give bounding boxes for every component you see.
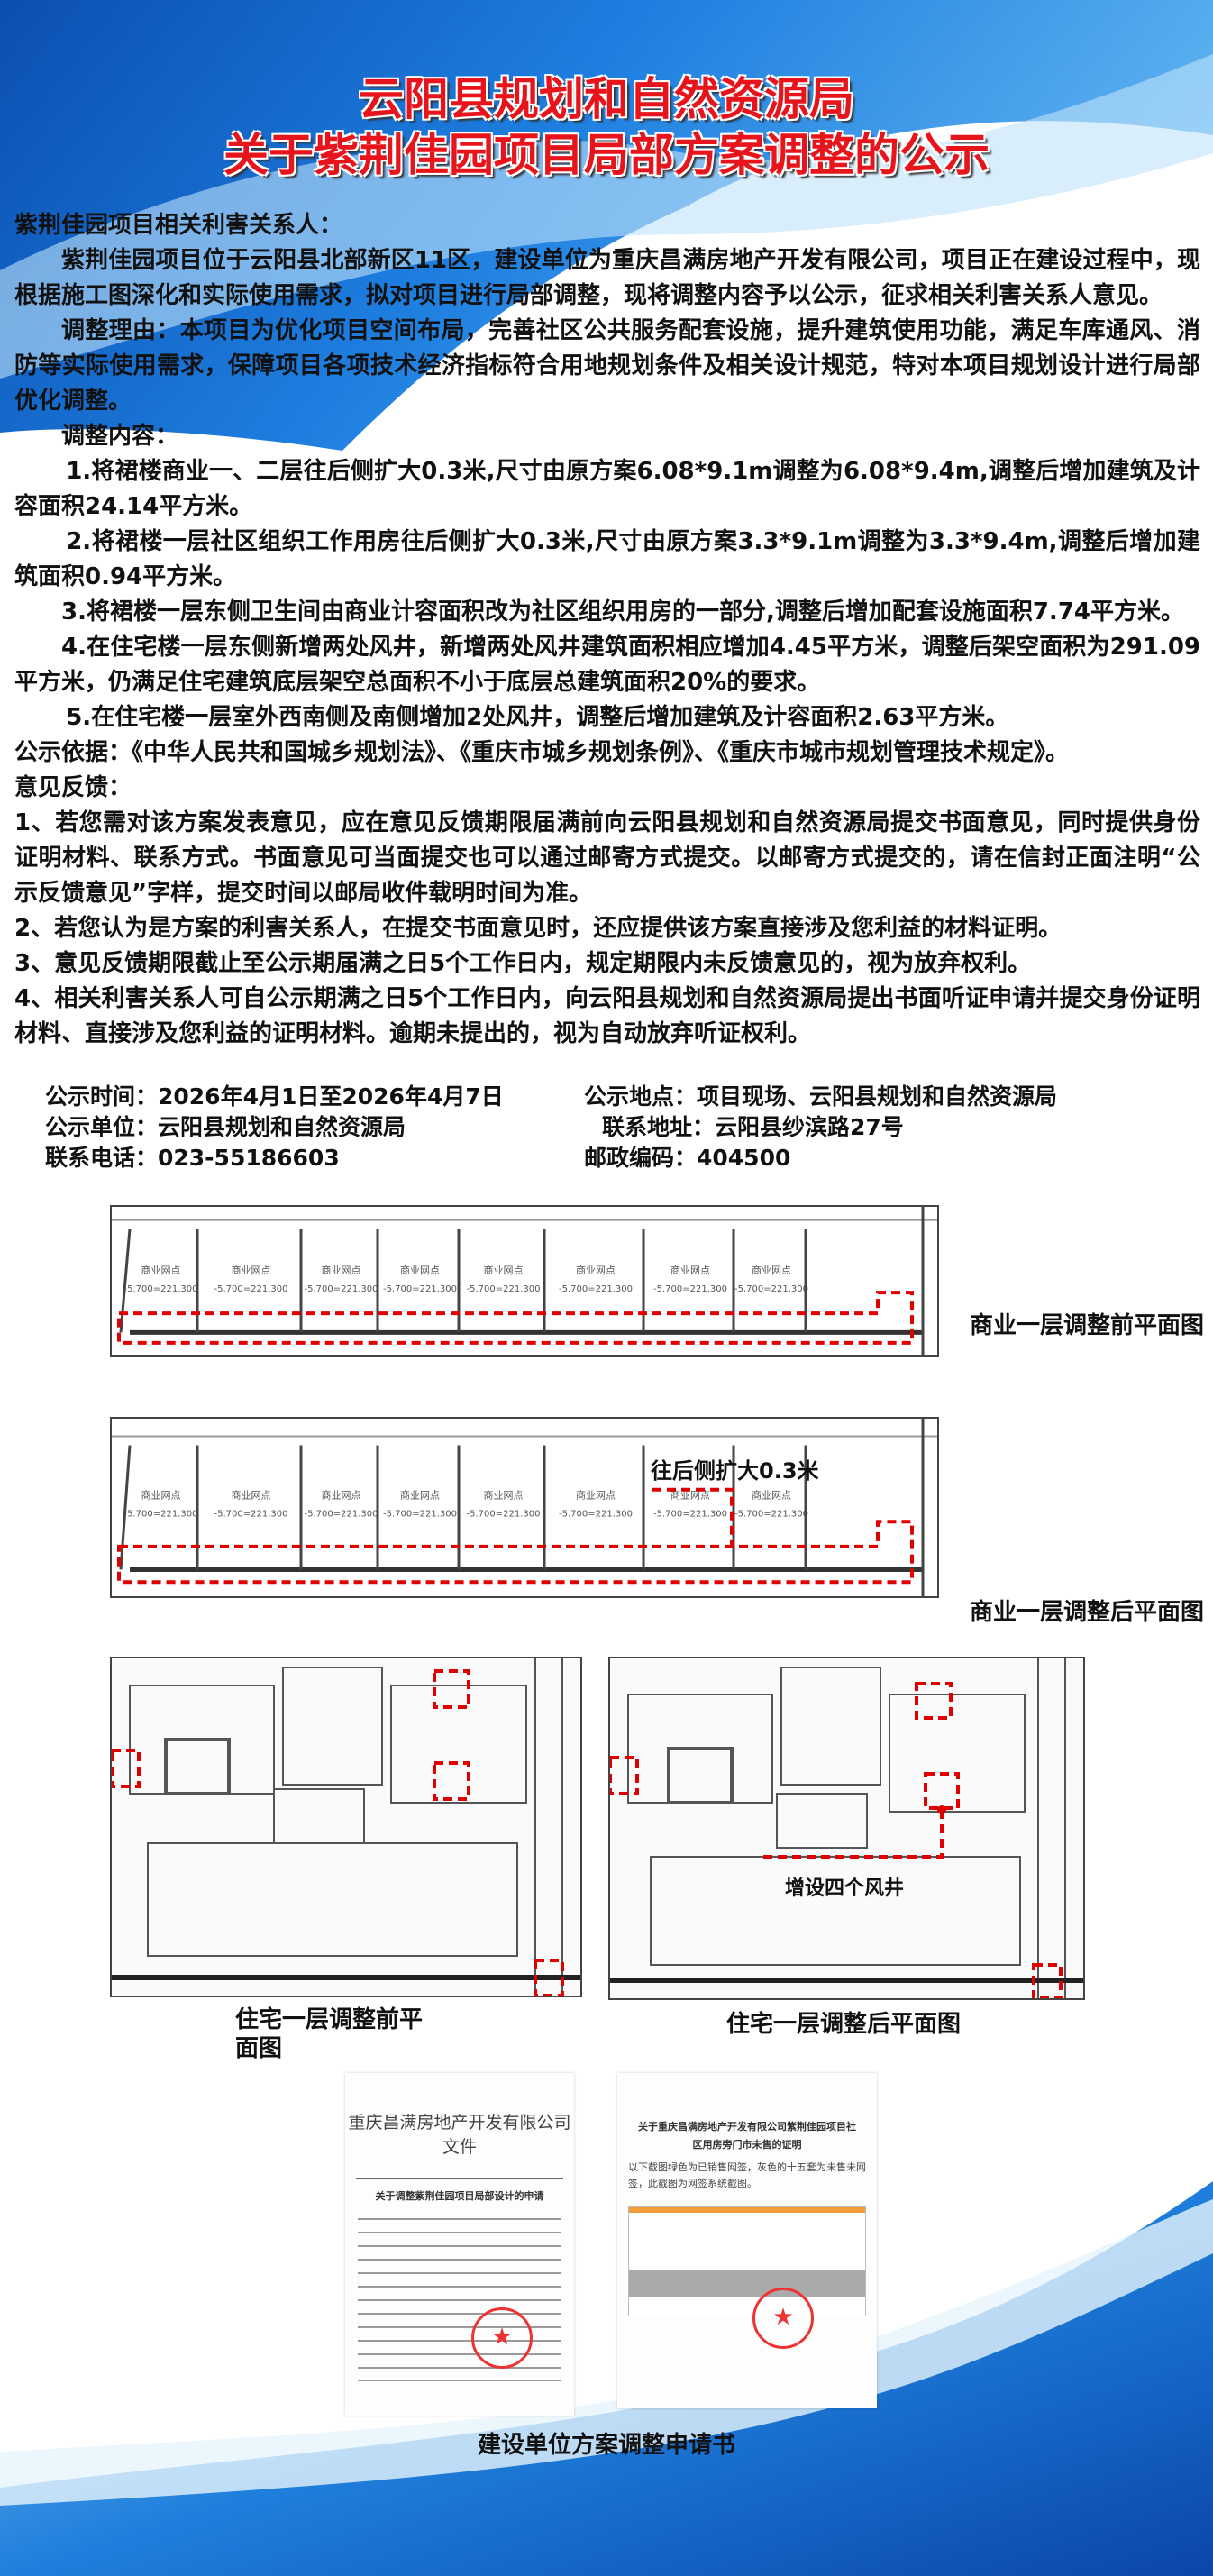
feedback-item: 1、若您需对该方案发表意见，应在意见反馈期限届满前向云阳县规划和自然资源局提交书… — [14, 809, 1200, 907]
shop-unit: 商业网点 -5.700=221.300 — [214, 1489, 288, 1520]
document-header: 重庆昌满房地产开发有限公司文件 — [348, 2113, 571, 2157]
adjustment-item: 2.将裙楼一层社区组织工作用房往后侧扩大0.3米,尺寸由原方案3.3*9.1m调… — [14, 528, 1200, 590]
adjustment-item: 3.将裙楼一层东侧卫生间由商业计容面积改为社区组织用房的一部分,调整后增加配套设… — [61, 598, 1184, 626]
certificate-body: 以下截图绿色为已销售网签，灰色的十五套为未售未网签，此截图为网签系统截图。 — [628, 2161, 866, 2189]
shop-unit: 商业网点 -5.700=221.300 — [734, 1264, 808, 1294]
intro-paragraph: 紫荆佳园项目位于云阳县北部新区11区，建设单位为重庆昌满房地产开发有限公司，项目… — [14, 247, 1200, 309]
contact-address: 联系地址：云阳县纱滨路27号 — [602, 1114, 904, 1140]
ventilation-note: 增设四个风井 — [785, 1877, 904, 1900]
shop-level: -5.700=221.300 — [383, 1510, 457, 1520]
shop-level: -5.700=221.300 — [559, 1510, 633, 1520]
salutation: 紫荆佳园项目相关利害关系人： — [14, 212, 343, 239]
seal-stamp: ★ — [752, 2288, 814, 2349]
shop-unit: 商业网点 -5.700=221.300 — [124, 1489, 198, 1520]
adjustment-outline — [117, 1520, 914, 1585]
certificate-title: 关于重庆昌满房地产开发有限公司紫荆佳园项目社区用房旁门市未售的证明 — [638, 2121, 856, 2151]
shop-unit: 商业网点 -5.700=221.300 — [467, 1264, 541, 1294]
shop-label: 商业网点 — [670, 1489, 710, 1502]
seal-stamp: ★ — [471, 2307, 533, 2369]
shop-unit: 商业网点 -5.700=221.300 — [383, 1264, 457, 1294]
shop-level: -5.700=221.300 — [305, 1510, 378, 1520]
shop-label: 商业网点 — [484, 1489, 524, 1502]
shop-unit: 商业网点 -5.700=221.300 — [653, 1489, 727, 1520]
shop-unit: 商业网点 -5.700=221.300 — [559, 1264, 633, 1294]
shop-level: -5.700=221.300 — [734, 1510, 808, 1520]
shop-label: 商业网点 — [576, 1489, 616, 1502]
shop-level: -5.700=221.300 — [214, 1284, 288, 1294]
shop-level: -5.700=221.300 — [559, 1284, 633, 1294]
notice-unit: 公示单位：云阳县规划和自然资源局 — [45, 1114, 406, 1140]
commercial-before-caption: 商业一层调整前平面图 — [970, 1312, 1205, 1339]
shop-label: 商业网点 — [400, 1264, 440, 1276]
reason-paragraph: 调整理由：本项目为优化项目空间布局，完善社区公共服务配套设施，提升建筑使用功能，… — [14, 317, 1200, 415]
shop-label: 商业网点 — [322, 1489, 361, 1502]
feedback-item: 4、相关利害关系人可自公示期满之日5个工作日内，向云阳县规划和自然资源局提出书面… — [14, 985, 1200, 1047]
shop-label: 商业网点 — [232, 1489, 271, 1502]
content-heading: 调整内容： — [61, 423, 179, 450]
shop-label: 商业网点 — [141, 1264, 181, 1276]
feedback-item: 3、意见反馈期限截止至公示期届满之日5个工作日内，规定期限内未反馈意见的，视为放… — [14, 950, 1032, 977]
shop-level: -5.700=221.300 — [734, 1284, 808, 1294]
contact-phone: 联系电话：023-55186603 — [45, 1145, 340, 1171]
info-left: 公示时间：2026年4月1日至2026年4月7日 公示单位：云阳县规划和自然资源… — [45, 1082, 504, 1174]
shop-label: 商业网点 — [322, 1264, 361, 1276]
shop-level: -5.700=221.300 — [214, 1510, 288, 1520]
shop-unit: 商业网点 -5.700=221.300 — [305, 1264, 378, 1294]
shop-unit: 商业网点 -5.700=221.300 — [383, 1489, 457, 1520]
document-text-lines — [358, 2210, 561, 2381]
adjustment-item: 5.在住宅楼一层室外西南侧及南侧增加2处风井，调整后增加建筑及计容面积2.63平… — [66, 704, 1009, 731]
shop-level: -5.700=221.300 — [383, 1284, 457, 1294]
shop-label: 商业网点 — [576, 1264, 616, 1276]
shop-label: 商业网点 — [752, 1264, 791, 1276]
feedback-heading: 意见反馈： — [14, 774, 132, 801]
shop-label: 商业网点 — [141, 1489, 181, 1502]
developer-application-document: 重庆昌满房地产开发有限公司文件 关于调整紫荆佳园项目局部设计的申请 ★ — [345, 2073, 574, 2416]
notice-time: 公示时间：2026年4月1日至2026年4月7日 — [45, 1083, 504, 1110]
shop-unit: 商业网点 -5.700=221.300 — [653, 1264, 727, 1294]
shop-level: -5.700=221.300 — [653, 1510, 727, 1520]
shop-level: -5.700=221.300 — [305, 1284, 378, 1294]
basis: 公示依据：《中华人民共和国城乡规划法》、《重庆市城乡规划条例》、《重庆市城市规划… — [14, 739, 1070, 766]
shop-label: 商业网点 — [752, 1489, 791, 1502]
unsold-certificate-document: 关于重庆昌满房地产开发有限公司紫荆佳园项目社区用房旁门市未售的证明 以下截图绿色… — [617, 2073, 877, 2408]
shop-level: -5.700=221.300 — [467, 1284, 541, 1294]
commercial-floor-plan-before: 商业网点-5.700=221.300商业网点-5.700=221.300商业网点… — [110, 1205, 939, 1357]
shop-unit: 商业网点 -5.700=221.300 — [467, 1489, 541, 1520]
documents-caption: 建设单位方案调整申请书 — [478, 2432, 736, 2459]
shop-level: -5.700=221.300 — [653, 1284, 727, 1294]
shop-label: 商业网点 — [232, 1264, 271, 1276]
feedback-item: 2、若您认为是方案的利害关系人，在提交书面意见时，还应提供该方案直接涉及您利益的… — [14, 915, 1063, 942]
commercial-floor-plan-after: 商业网点-5.700=221.300商业网点-5.700=221.300商业网点… — [110, 1417, 939, 1598]
system-screenshot — [628, 2206, 866, 2316]
info-right: 公示地点：项目现场、云阳县规划和自然资源局 联系地址：云阳县纱滨路27号 邮政编… — [584, 1082, 1057, 1174]
adjustment-outline — [117, 1291, 914, 1345]
shop-unit: 商业网点 -5.700=221.300 — [734, 1489, 808, 1520]
adjustment-item: 4.在住宅楼一层东侧新增两处风井，新增两处风井建筑面积相应增加4.45平方米，调… — [14, 634, 1200, 696]
expand-note: 往后侧扩大0.3米 — [651, 1458, 819, 1484]
shop-label: 商业网点 — [484, 1264, 524, 1276]
shop-level: -5.700=221.300 — [124, 1510, 198, 1520]
adjustment-outline — [652, 1487, 734, 1547]
title-line-2: 关于紫荆佳园项目局部方案调整的公示 — [223, 129, 990, 181]
residential-floor-plan-before — [110, 1657, 582, 1997]
postcode: 邮政编码：404500 — [584, 1145, 791, 1171]
commercial-after-caption: 商业一层调整后平面图 — [970, 1599, 1205, 1626]
shop-unit: 商业网点 -5.700=221.300 — [214, 1264, 288, 1294]
shop-unit: 商业网点 -5.700=221.300 — [559, 1489, 633, 1520]
document-title: 关于调整紫荆佳园项目局部设计的申请 — [375, 2190, 544, 2202]
title-line-1: 云阳县规划和自然资源局 — [359, 73, 854, 125]
residential-before-caption: 住宅一层调整前平面图 — [235, 2006, 424, 2062]
residential-floor-plan-after: 增设四个风井 — [608, 1657, 1085, 2000]
shop-level: -5.700=221.300 — [467, 1510, 541, 1520]
shop-unit: 商业网点 -5.700=221.300 — [124, 1264, 198, 1294]
notice-body: 紫荆佳园项目相关利害关系人： 紫荆佳园项目位于云阳县北部新区11区，建设单位为重… — [14, 208, 1200, 1052]
shop-unit: 商业网点 -5.700=221.300 — [305, 1489, 378, 1520]
shop-label: 商业网点 — [400, 1489, 440, 1502]
adjustment-item: 1.将裙楼商业一、二层往后侧扩大0.3米,尺寸由原方案6.08*9.1m调整为6… — [14, 458, 1200, 520]
notice-place: 公示地点：项目现场、云阳县规划和自然资源局 — [584, 1083, 1058, 1110]
shop-label: 商业网点 — [670, 1264, 710, 1276]
residential-after-caption: 住宅一层调整后平面图 — [726, 2011, 962, 2038]
shop-level: -5.700=221.300 — [124, 1284, 198, 1294]
